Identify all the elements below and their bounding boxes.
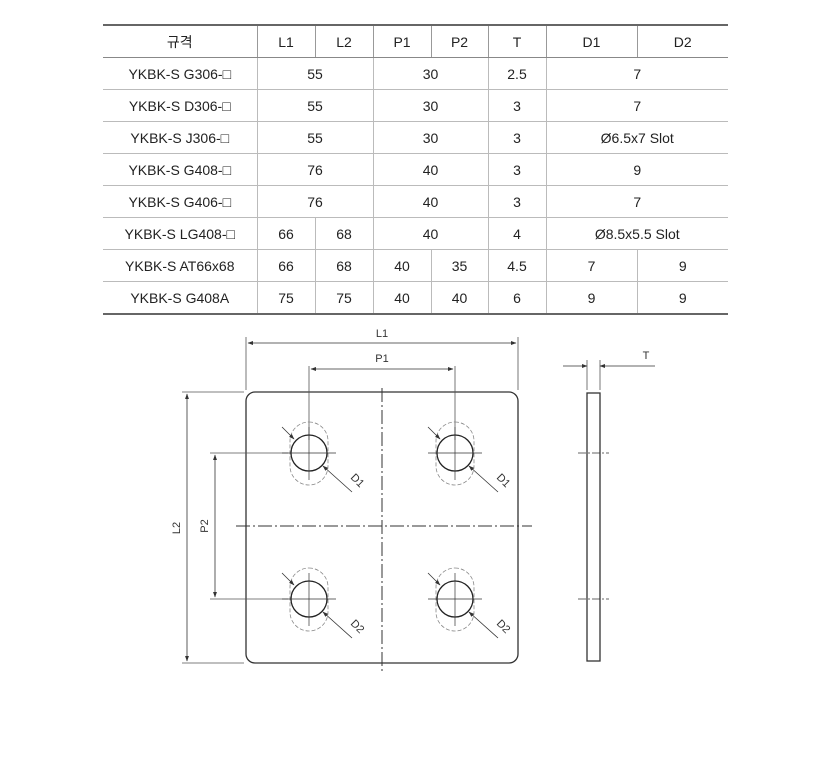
- cell-t: 3: [487, 153, 546, 186]
- header-l2: L2: [314, 24, 373, 58]
- cell-spec: YKBK-S G406-□: [103, 185, 257, 218]
- cell-spec: YKBK-S LG408-□: [103, 217, 257, 250]
- table-row: YKBK-S G306-□ 55 30 2.5 7: [103, 57, 728, 90]
- cell-p2: 35: [430, 249, 488, 282]
- table-row: YKBK-S G408-□ 76 40 3 9: [103, 153, 728, 186]
- cell-t: 3: [487, 185, 546, 218]
- cell-spec: YKBK-S AT66x68: [103, 249, 257, 282]
- l1-label: L1: [376, 328, 388, 340]
- cell-l2: 75: [314, 281, 373, 315]
- header-p2: P2: [430, 24, 488, 58]
- table-row: YKBK-S G408A 75 75 40 40 6 9 9: [103, 281, 728, 315]
- p2-label: P2: [199, 519, 211, 532]
- table-header-row: 규격 L1 L2 P1 P2 T D1 D2: [103, 24, 728, 58]
- table-row: YKBK-S AT66x68 66 68 40 35 4.5 7 9: [103, 249, 728, 282]
- header-t: T: [487, 24, 546, 58]
- p1-label: P1: [375, 353, 388, 365]
- cell-t: 2.5: [487, 57, 546, 90]
- table-row: YKBK-S LG408-□ 66 68 40 4 Ø8.5x5.5 Slot: [103, 217, 728, 250]
- table-row: YKBK-S J306-□ 55 30 3 Ø6.5x7 Slot: [103, 121, 728, 154]
- l2-label: L2: [171, 522, 183, 534]
- hole-bottom-right: D2: [427, 567, 512, 639]
- cell-t: 3: [487, 89, 546, 122]
- d2-label-right: D2: [494, 618, 512, 636]
- cell-d2: 9: [636, 281, 728, 315]
- d1-label-left: D1: [348, 472, 366, 490]
- cell-l: 55: [256, 121, 373, 154]
- header-d2: D2: [636, 24, 728, 58]
- cell-d1: 9: [545, 281, 637, 315]
- cell-p1: 40: [372, 281, 431, 315]
- table-row: YKBK-S D306-□ 55 30 3 7: [103, 89, 728, 122]
- header-l1: L1: [256, 24, 315, 58]
- cell-l2: 68: [314, 217, 373, 250]
- cell-t: 3: [487, 121, 546, 154]
- cell-t: 4.5: [487, 249, 546, 282]
- cell-p1: 40: [372, 249, 431, 282]
- cell-l1: 66: [256, 249, 315, 282]
- cell-p2: 40: [430, 281, 488, 315]
- cell-d1: 7: [545, 249, 637, 282]
- cell-p: 40: [372, 217, 488, 250]
- cell-t: 4: [487, 217, 546, 250]
- hole-top-left: D1: [281, 421, 366, 493]
- hole-bottom-left: D2: [281, 567, 366, 639]
- table-row: YKBK-S G406-□ 76 40 3 7: [103, 185, 728, 218]
- cell-d: 9: [545, 153, 728, 186]
- cell-d: 7: [545, 57, 728, 90]
- cell-l2: 68: [314, 249, 373, 282]
- cell-spec: YKBK-S D306-□: [103, 89, 257, 122]
- cell-l1: 66: [256, 217, 315, 250]
- cell-t: 6: [487, 281, 546, 315]
- cell-d: 7: [545, 89, 728, 122]
- d1-label-right: D1: [494, 472, 512, 490]
- hole-top-right: D1: [427, 421, 512, 493]
- cell-l: 55: [256, 89, 373, 122]
- cell-l1: 75: [256, 281, 315, 315]
- cell-spec: YKBK-S J306-□: [103, 121, 257, 154]
- cell-d: Ø6.5x7 Slot: [545, 121, 728, 154]
- cell-spec: YKBK-S G408A: [103, 281, 257, 315]
- cell-l: 76: [256, 185, 373, 218]
- cell-spec: YKBK-S G408-□: [103, 153, 257, 186]
- side-view: T: [563, 350, 655, 662]
- spec-table: 규격 L1 L2 P1 P2 T D1 D2 YKBK-S G306-□ 55 …: [103, 24, 728, 315]
- cell-p: 30: [372, 121, 488, 154]
- cell-p: 40: [372, 185, 488, 218]
- cell-spec: YKBK-S G306-□: [103, 57, 257, 90]
- cell-l: 55: [256, 57, 373, 90]
- cell-l: 76: [256, 153, 373, 186]
- cell-p: 30: [372, 57, 488, 90]
- t-label: T: [643, 350, 650, 362]
- cell-p: 30: [372, 89, 488, 122]
- d2-label-left: D2: [348, 618, 366, 636]
- header-spec: 규격: [103, 24, 257, 58]
- header-p1: P1: [372, 24, 431, 58]
- cell-d: 7: [545, 185, 728, 218]
- cell-p: 40: [372, 153, 488, 186]
- cell-d: Ø8.5x5.5 Slot: [545, 217, 728, 250]
- header-d1: D1: [545, 24, 637, 58]
- cell-d2: 9: [636, 249, 728, 282]
